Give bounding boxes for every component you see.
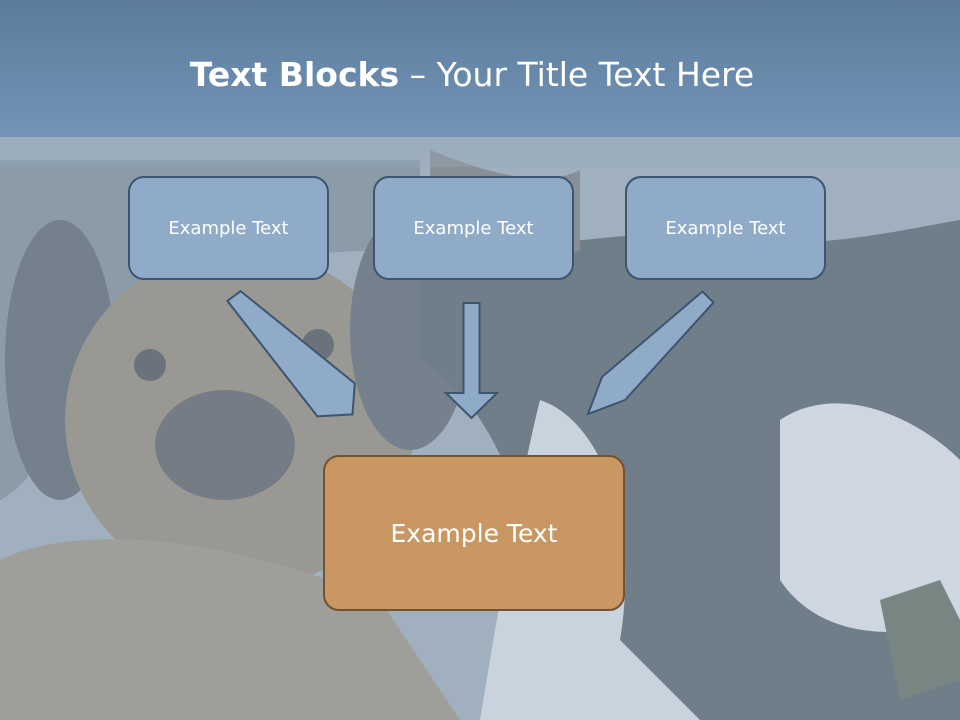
- arrow-right: [586, 290, 715, 416]
- title-bold: Text Blocks: [189, 55, 400, 94]
- dog-body: [0, 539, 460, 720]
- text-block-2[interactable]: Example Text: [373, 176, 574, 280]
- title-bar-strip: [0, 137, 960, 167]
- arrow-middle: [443, 302, 500, 420]
- main-text-block-label: Example Text: [390, 518, 558, 548]
- slide-title[interactable]: Text Blocks – Your Title Text Here: [0, 50, 944, 100]
- text-block-2-label: Example Text: [413, 217, 534, 239]
- main-text-block[interactable]: Example Text: [323, 455, 625, 611]
- title-rest: Your Title Text Here: [436, 55, 755, 94]
- arrow-left: [225, 289, 356, 418]
- dog-eye-left: [134, 349, 166, 381]
- text-block-1[interactable]: Example Text: [128, 176, 329, 280]
- text-block-1-label: Example Text: [168, 217, 289, 239]
- dog-muzzle: [155, 390, 295, 500]
- text-block-3-label: Example Text: [665, 217, 786, 239]
- phone: [880, 580, 960, 700]
- title-separator: –: [399, 55, 437, 94]
- title-bar: [0, 0, 960, 137]
- text-block-3[interactable]: Example Text: [625, 176, 826, 280]
- person-sleeve: [780, 403, 960, 632]
